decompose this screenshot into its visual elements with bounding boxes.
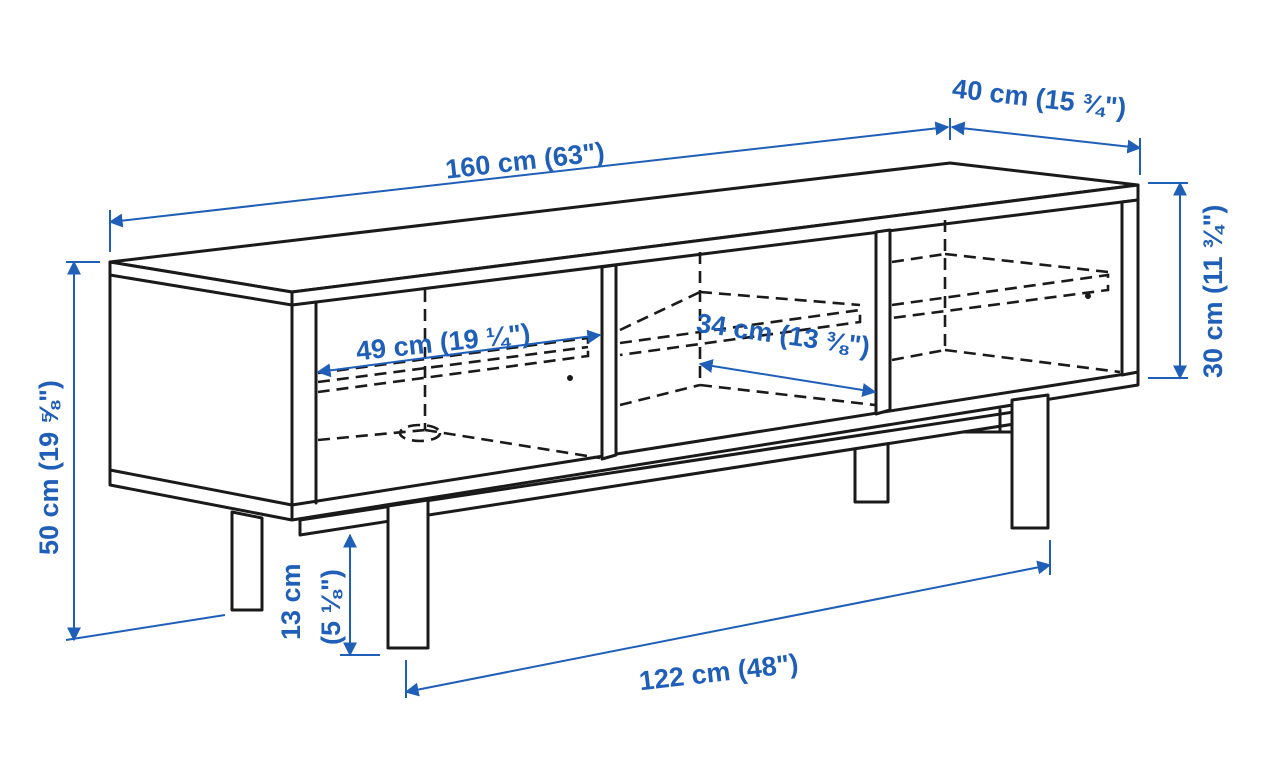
front-leg-right: [1010, 393, 1050, 530]
label-leg-height-cm: 13 cm: [276, 563, 306, 640]
label-leg-height-in: (5 ⅛"): [316, 569, 346, 645]
label-inner-depth: 34 cm (13 ⅜"): [695, 308, 872, 362]
front-leg-center: [386, 498, 430, 650]
label-total-width: 160 cm (63"): [444, 137, 606, 185]
label-compartment-width: 49 cm (19 ¼"): [355, 318, 532, 366]
dimension-lines: [65, 118, 1188, 698]
label-total-height: 50 cm (19 ⅝"): [34, 380, 64, 555]
label-depth: 40 cm (15 ¾"): [951, 73, 1128, 123]
label-leg-spacing: 122 cm (48"): [638, 648, 800, 696]
front-leg-left: [230, 510, 264, 612]
label-body-height: 30 cm (11 ¾"): [1198, 205, 1228, 378]
